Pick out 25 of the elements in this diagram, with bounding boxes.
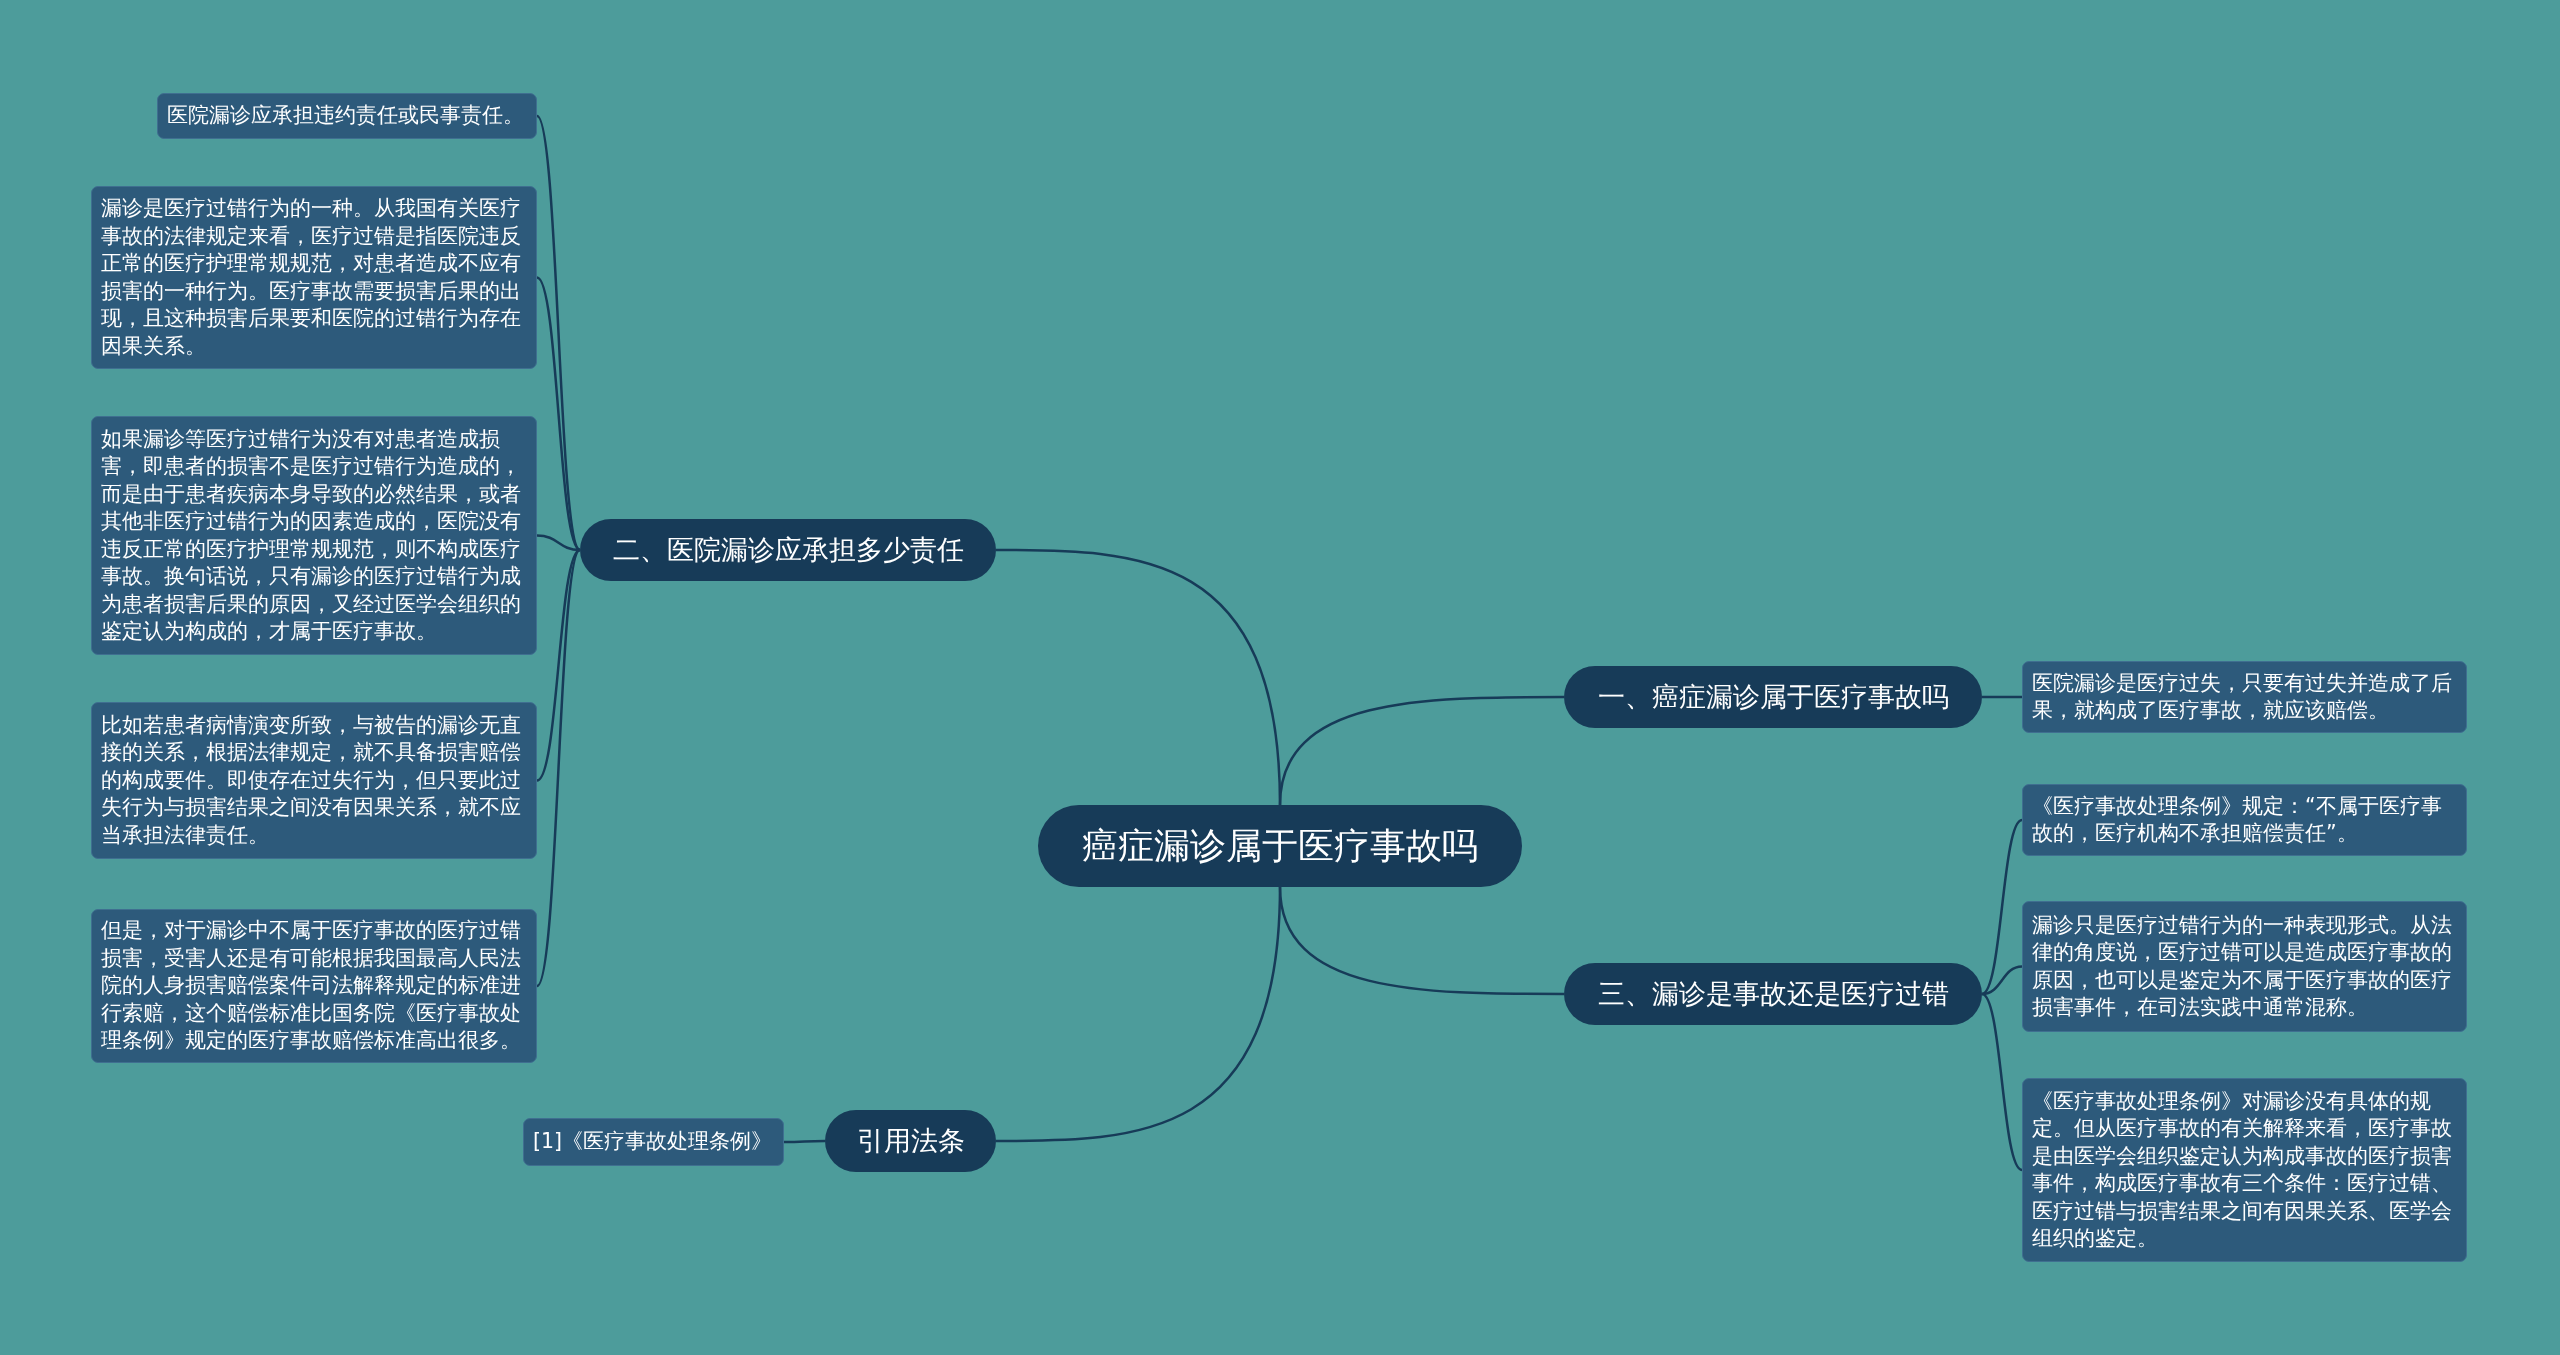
connector bbox=[1981, 993, 2023, 1171]
note-box: 漏诊是医疗过错行为的一种。从我国有关医疗事故的法律规定来看，医疗过错是指医院违反正常的医疗护理常规规范，对患者造成不应有损害的一种行为。医疗事故需要损害后果的出现，且这种损害后果要和医院的过错行为存在因果关系。 bbox=[91, 186, 537, 369]
connector bbox=[536, 276, 581, 551]
note-box: 如果漏诊等医疗过错行为没有对患者造成损害，即患者的损害不是医疗过错行为造成的，而是由于患者疾病本身导致的必然结果，或者其他非医疗过错行为的因素造成的，医院没有违反正常的医疗护理常规规范，则不构成医疗事故。换句话说，只有漏诊的医疗过错行为成为患者损害后果的原因，又经过医学会组织的鉴定认为构成的，才属于医疗事故。 bbox=[91, 416, 537, 655]
connector bbox=[1982, 695, 2022, 699]
connector bbox=[535, 549, 582, 987]
note-box: 医院漏诊是医疗过失，只要有过失并造成了后果，就构成了医疗事故，就应该赔偿。 bbox=[2022, 661, 2467, 733]
note-box: 但是，对于漏诊中不属于医疗事故的医疗过错损害，受害人还是有可能根据我国最高人民法院的人身损害赔偿案件司法解释规定的标准进行索赔，这个赔偿标准比国务院《医疗事故处理条例》规定的医疗事故赔偿标准高出很多。 bbox=[91, 909, 537, 1063]
connector bbox=[1278, 886, 1564, 996]
connector bbox=[1278, 695, 1564, 806]
topic-box: 三、漏诊是事故还是医疗过错 bbox=[1564, 963, 1982, 1025]
note-box: 医院漏诊应承担违约责任或民事责任。 bbox=[157, 93, 537, 139]
note-box: 漏诊只是医疗过错行为的一种表现形式。从法律的角度说，医疗过错可以是造成医疗事故的原因，也可以是鉴定为不属于医疗事故的医疗损害事件，在司法实践中通常混称。 bbox=[2022, 901, 2467, 1032]
note-box: [1]《医疗事故处理条例》 bbox=[523, 1118, 784, 1166]
connector bbox=[784, 1139, 825, 1144]
topic-box: 引用法条 bbox=[825, 1110, 996, 1172]
connector bbox=[1981, 965, 2023, 996]
central-topic: 癌症漏诊属于医疗事故吗 bbox=[1038, 805, 1522, 887]
connector bbox=[1981, 819, 2023, 995]
topic-box: 一、癌症漏诊属于医疗事故吗 bbox=[1564, 666, 1982, 728]
note-box: 《医疗事故处理条例》规定：“不属于医疗事故的，医疗机构不承担赔偿责任”。 bbox=[2022, 784, 2467, 856]
connector bbox=[535, 115, 582, 551]
note-box: 《医疗事故处理条例》对漏诊没有具体的规定。但从医疗事故的有关解释来看，医疗事故是由医学会组织鉴定认为构成事故的医疗损害事件，构成医疗事故有三个条件：医疗过错、医疗过错与损害结果之间有因果关系、医学会组织的鉴定。 bbox=[2022, 1078, 2467, 1262]
note-box: 比如若患者病情演变所致，与被告的漏诊无直接的关系，根据法律规定，就不具备损害赔偿的构成要件。即使存在过失行为，但只要此过失行为与损害结果之间没有因果关系，就不应当承担法律责任。 bbox=[91, 702, 537, 859]
topic-box: 二、医院漏诊应承担多少责任 bbox=[580, 519, 996, 581]
